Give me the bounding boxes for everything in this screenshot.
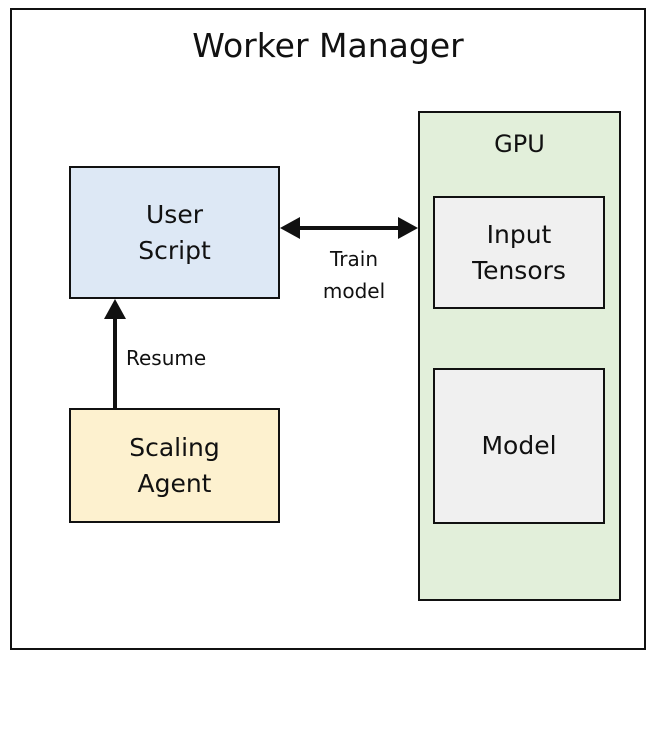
gpu-node [418, 111, 621, 601]
diagram-title: Worker Manager [192, 26, 464, 65]
resume-edge-label: Resume [126, 346, 207, 370]
scaling-agent-node: Scaling Agent [69, 408, 280, 523]
model-label: Model [481, 431, 557, 460]
scaling-agent-label: Scaling Agent [129, 432, 220, 498]
user-script-label: User Script [138, 199, 211, 265]
gpu-label: GPU [494, 130, 545, 158]
model-node: Model [433, 368, 605, 524]
worker-manager-container [10, 8, 646, 650]
input-tensors-node: Input Tensors [433, 196, 605, 309]
input-tensors-label: Input Tensors [472, 219, 566, 285]
user-script-node: User Script [69, 166, 280, 299]
train-model-edge-label: Train model [322, 247, 386, 303]
